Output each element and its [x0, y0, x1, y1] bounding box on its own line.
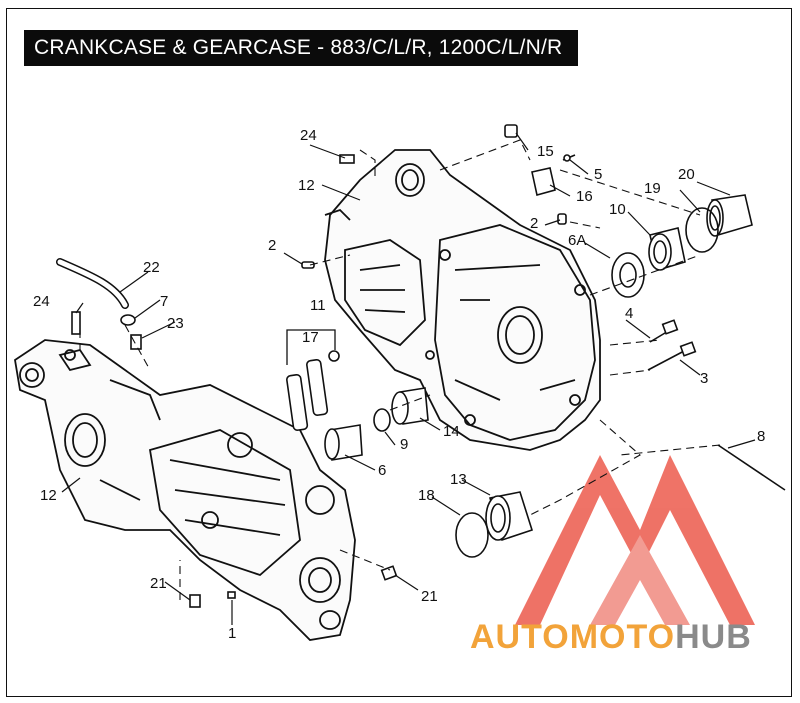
callout-13: 13 — [450, 471, 467, 488]
hose-22-inner-icon — [57, 259, 128, 308]
bushing-6-icon — [324, 424, 363, 461]
callout-2b: 2 — [268, 237, 276, 254]
callout-7: 7 — [160, 293, 168, 310]
callout-1: 1 — [228, 625, 236, 642]
leader-lines — [61, 132, 756, 625]
callout-6: 6 — [378, 462, 386, 479]
callout-4: 4 — [625, 305, 633, 322]
callout-11: 11 — [310, 297, 326, 314]
diagram-frame — [6, 8, 792, 697]
callout-12a: 12 — [298, 177, 315, 194]
callout-21a: 21 — [150, 575, 167, 592]
bolt-3-icon — [647, 341, 697, 371]
bearing-13-icon — [485, 491, 533, 542]
callout-19: 19 — [644, 180, 661, 197]
wordmark-auto: AUTO — [470, 618, 570, 656]
plug-21-icon — [189, 565, 398, 608]
callout-14: 14 — [443, 423, 460, 440]
clamp-7-icon — [120, 314, 136, 326]
callout-9: 9 — [400, 436, 408, 453]
plate-17-icon — [286, 350, 340, 431]
callout-2a: 2 — [530, 215, 538, 232]
parts — [56, 124, 786, 608]
ring-18-icon — [455, 512, 489, 558]
fitting-23-icon — [130, 334, 142, 350]
callout-20: 20 — [678, 166, 695, 183]
callout-5: 5 — [594, 166, 602, 183]
right-crankcase — [324, 149, 601, 451]
ring-9-icon — [373, 408, 391, 432]
callout-3: 3 — [700, 370, 708, 387]
callout-22: 22 — [143, 259, 160, 276]
bearing-20-icon — [706, 194, 753, 237]
wordmark-moto: MOTO — [569, 618, 676, 656]
gasket-16-icon — [531, 167, 556, 196]
pin-8-icon — [717, 444, 786, 491]
bracket-11 — [286, 329, 336, 365]
callout-10: 10 — [609, 201, 626, 218]
screw-5-icon — [562, 154, 576, 162]
washer-6a-icon — [611, 252, 645, 298]
callout-24b: 24 — [33, 293, 50, 310]
callout-12b: 12 — [40, 487, 57, 504]
automotohub-logo-icon — [515, 455, 755, 625]
bearing-14-icon — [391, 387, 429, 425]
callout-6a: 6A — [568, 232, 586, 249]
plug-15-icon — [504, 124, 518, 138]
callout-16: 16 — [576, 188, 593, 205]
dowel-2-icon — [301, 213, 567, 269]
callout-23: 23 — [167, 315, 184, 332]
callout-17: 17 — [302, 329, 319, 346]
callout-21b: 21 — [421, 588, 438, 605]
automotohub-wordmark: AUTOMOTOHUB — [470, 618, 752, 657]
dowel-1-icon — [227, 591, 236, 599]
left-crankcase — [14, 339, 356, 641]
callout-18: 18 — [418, 487, 435, 504]
wordmark-hub: HUB — [675, 618, 752, 656]
bearing-10-icon — [648, 227, 686, 272]
callout-labels: 24 15 5 12 16 20 19 10 2 6A 2 22 11 24 7… — [33, 127, 765, 642]
alignment-lines — [79, 139, 721, 600]
callout-8: 8 — [757, 428, 765, 445]
callout-15: 15 — [537, 143, 554, 160]
callout-24a: 24 — [300, 127, 317, 144]
bolt-4-icon — [649, 319, 679, 343]
diagram-title: CRANKCASE & GEARCASE - 883/C/L/R, 1200C/… — [24, 30, 579, 66]
ring-19-icon — [685, 207, 719, 253]
